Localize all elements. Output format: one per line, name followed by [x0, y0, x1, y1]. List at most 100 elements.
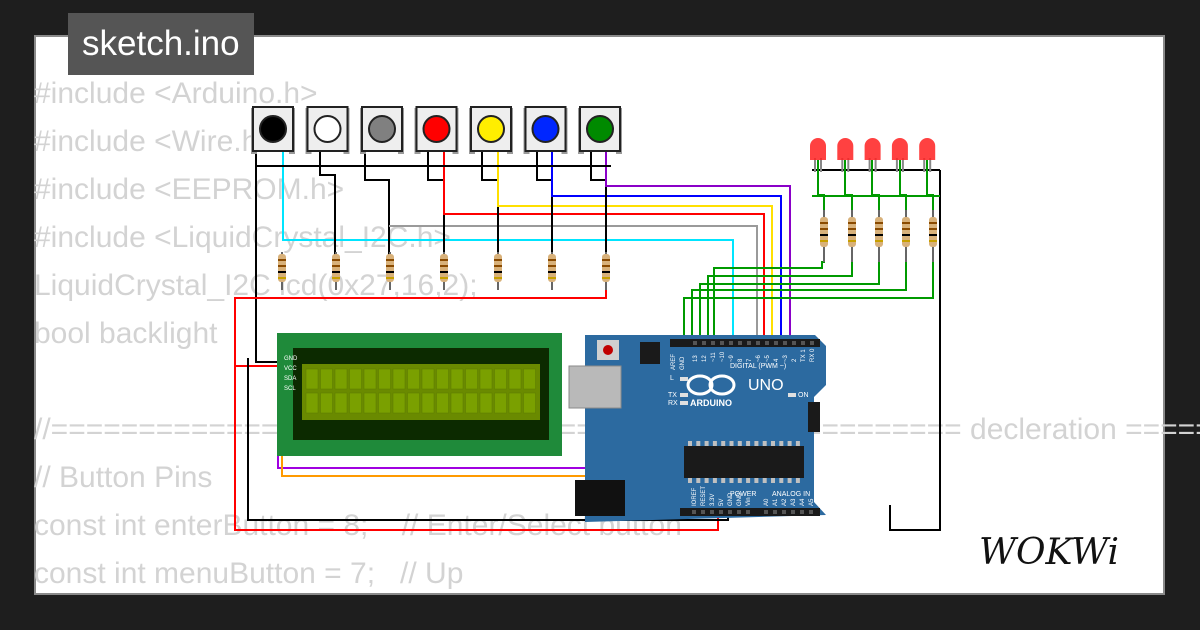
resistor: [548, 252, 556, 290]
analog-label: ANALOG IN: [772, 491, 810, 498]
lcd-pin-vcc: VCC: [284, 366, 297, 372]
resistor: [875, 210, 883, 262]
pin-label: AREF: [671, 354, 677, 370]
wokwi-logo-text: WOKWi: [979, 532, 1119, 573]
led-row: [810, 138, 936, 172]
pin-label: RX 0: [810, 348, 816, 362]
wire-button-white-cyan: [282, 150, 734, 340]
pin-label: GND: [737, 492, 743, 506]
power-jack: [575, 480, 625, 516]
resistor: [820, 210, 828, 262]
wire-gray-signal: [389, 225, 758, 340]
button-cap: [477, 115, 505, 143]
reset-button-cap: [603, 345, 613, 355]
led-red: [891, 138, 908, 172]
button-row: [251, 106, 622, 154]
mcu-chip: [684, 446, 804, 478]
tx-led: [680, 393, 688, 397]
l-led: [680, 377, 688, 381]
pin-label: ~10: [720, 351, 726, 362]
code-line: bool backlight: [34, 317, 218, 350]
button-resistors: [278, 252, 610, 290]
code-line: const int enterButton = 8; // Enter/Sele…: [34, 509, 682, 542]
code-line: #include <EEPROM.h>: [34, 173, 345, 206]
rx-label: RX: [668, 400, 678, 407]
resistor: [278, 252, 286, 290]
led-red: [810, 138, 826, 172]
pin-label: A3: [791, 498, 797, 506]
pin-label: 5V: [719, 499, 725, 506]
lcd-cells: [305, 368, 536, 414]
button-cap: [422, 115, 451, 143]
pin-label: Vin: [746, 497, 752, 506]
pin-label: A1: [773, 498, 779, 506]
button-cap: [313, 115, 342, 143]
resistor: [386, 252, 394, 290]
pin-label: 12: [702, 355, 708, 362]
arduino-logo: ARDUINO: [686, 374, 736, 408]
pin-label: 3.3V: [710, 494, 716, 506]
pin-label: 8: [738, 358, 744, 362]
arduino-uno: ARDUINO UNO DIGITAL (PWM ~) ANALOG IN PO…: [568, 335, 826, 522]
led-resistors: [820, 210, 937, 262]
icsp-header-right: [808, 402, 820, 432]
led-red: [864, 138, 881, 172]
board-brand: ARDUINO: [690, 398, 732, 408]
wire-led-gnd: [889, 170, 941, 531]
wire-red-5v: [234, 297, 719, 531]
lcd-module: GND VCC SDA SCL: [277, 333, 562, 456]
lcd-pin-gnd: GND: [284, 356, 298, 362]
on-label: ON: [798, 392, 809, 399]
pushbutton-white: [305, 106, 350, 154]
pin-label: 2: [792, 358, 798, 362]
code-background: #include <Arduino.h>#include <Wire.h>#in…: [34, 70, 1200, 598]
pin-label: A4: [800, 498, 806, 506]
file-name-badge: sketch.ino: [68, 13, 254, 75]
pin-label: 4: [774, 358, 780, 362]
pin-label: GND: [728, 492, 734, 506]
pin-label: 7: [747, 358, 753, 362]
resistor: [440, 252, 448, 290]
resistor: [494, 252, 502, 290]
pushbutton-red: [414, 106, 459, 154]
pushbutton-blue: [523, 106, 568, 154]
lcd-pin-labels: GND VCC SDA SCL: [284, 356, 298, 392]
pin-label: A2: [782, 498, 788, 506]
button-cap: [531, 115, 560, 143]
pin-label: ~5: [765, 354, 771, 362]
pin-label: 13: [693, 355, 699, 362]
pushbutton-yellow: [469, 106, 513, 154]
led-red: [837, 138, 854, 172]
pin-label: ~9: [729, 354, 735, 362]
wire-purple-signal: [605, 150, 791, 340]
code-line: #include <Arduino.h>: [34, 77, 318, 110]
led-red: [919, 138, 936, 172]
wire-yellow-signal: [497, 150, 773, 340]
pin-label: ~6: [756, 354, 762, 362]
button-cap: [368, 115, 396, 143]
icsp-header: [640, 342, 660, 364]
wokwi-logo: WOKWi: [975, 528, 1150, 574]
pin-label: A5: [809, 498, 815, 506]
code-line: const int menuButton = 7; // Up: [34, 557, 464, 590]
button-cap: [586, 115, 614, 143]
pin-label: RESET: [701, 486, 707, 506]
tx-label: TX: [668, 392, 677, 399]
digital-header: [670, 339, 820, 347]
resistor: [602, 252, 610, 290]
board-model: UNO: [748, 377, 784, 394]
resistor: [902, 210, 910, 262]
pushbutton-gray: [360, 106, 404, 154]
pin-label: IOREF: [692, 487, 698, 506]
digital-label: DIGITAL (PWM ~): [730, 363, 786, 370]
pin-label: ~11: [711, 352, 717, 362]
mcu-pins: [688, 441, 800, 483]
resistor: [848, 210, 856, 262]
usb-port: [568, 365, 622, 409]
rx-led: [680, 401, 688, 405]
wire-red-signal: [443, 150, 765, 340]
code-line: // Button Pins: [34, 461, 213, 494]
